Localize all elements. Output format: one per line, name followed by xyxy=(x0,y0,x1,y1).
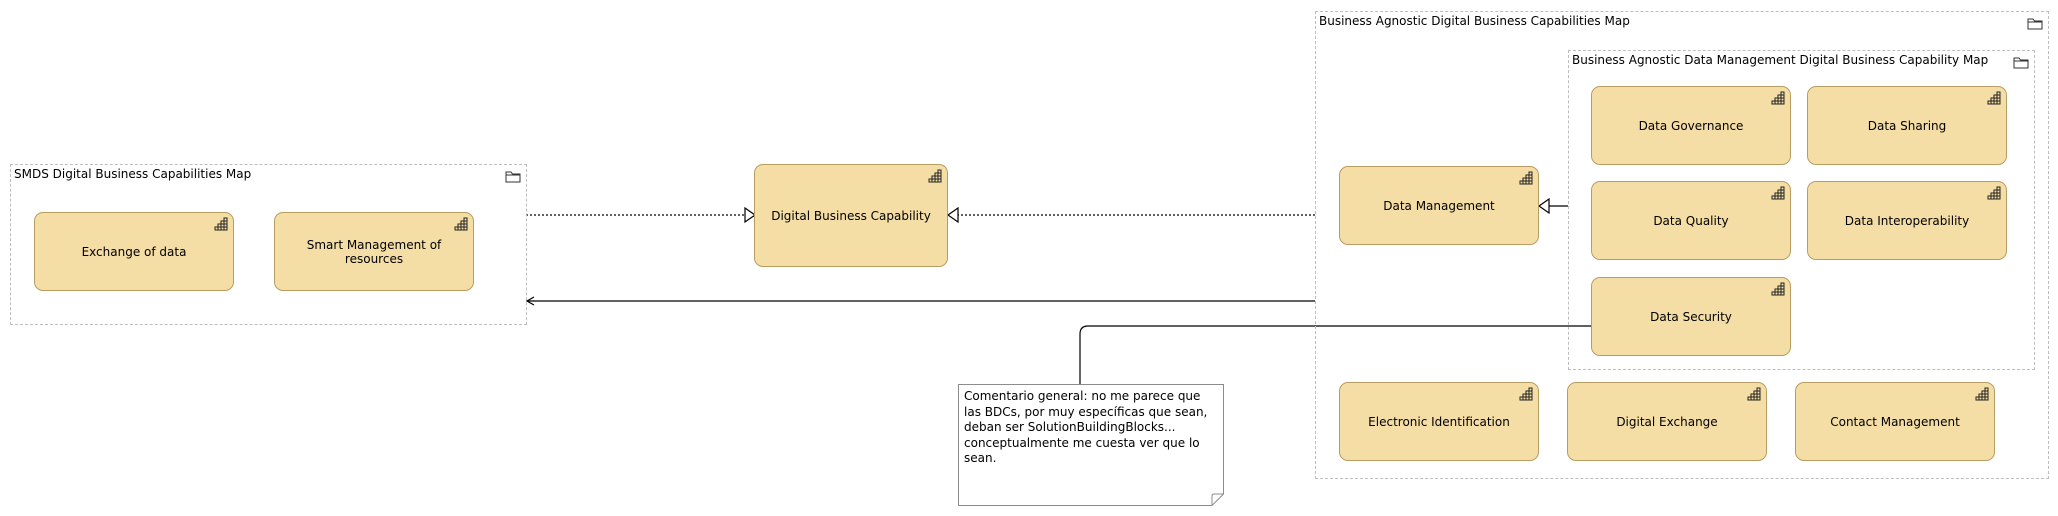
capability-data-interoperability[interactable]: Data Interoperability xyxy=(1807,181,2007,260)
agnostic-capabilities-map-group[interactable]: Business Agnostic Digital Business Capab… xyxy=(1315,11,2049,479)
capability-icon xyxy=(1747,387,1761,401)
capability-icon xyxy=(454,217,468,231)
group-title: Business Agnostic Digital Business Capab… xyxy=(1319,14,1630,28)
capability-label: Data Management xyxy=(1383,198,1495,213)
capability-data-sharing[interactable]: Data Sharing xyxy=(1807,86,2007,165)
capability-label: Data Security xyxy=(1650,309,1732,324)
capability-exchange-of-data[interactable]: Exchange of data xyxy=(34,212,234,291)
note-shape xyxy=(958,384,1224,506)
capability-label: Contact Management xyxy=(1830,414,1960,429)
capability-label: Digital Business Capability xyxy=(771,208,931,223)
capability-electronic-identification[interactable]: Electronic Identification xyxy=(1339,382,1539,461)
realization-arrowhead-dbc-left xyxy=(744,206,757,224)
capability-icon xyxy=(1519,171,1533,185)
capability-icon xyxy=(214,217,228,231)
data-management-capability-map-group[interactable]: Business Agnostic Data Management Digita… xyxy=(1568,50,2035,370)
comment-note[interactable]: Comentario general: no me parece que las… xyxy=(958,384,1224,506)
capability-data-quality[interactable]: Data Quality xyxy=(1591,181,1791,260)
capability-label: Data Governance xyxy=(1638,118,1744,133)
capability-contact-management[interactable]: Contact Management xyxy=(1795,382,1995,461)
folder-icon xyxy=(505,171,521,183)
note-connector[interactable] xyxy=(1079,325,1592,384)
association-arrowhead xyxy=(525,296,535,306)
group-title: SMDS Digital Business Capabilities Map xyxy=(14,167,252,181)
capability-digital-business-capability[interactable]: Digital Business Capability xyxy=(754,164,948,267)
folder-icon xyxy=(2027,18,2043,30)
capability-icon xyxy=(1987,186,2001,200)
capability-icon xyxy=(1771,91,1785,105)
capability-icon xyxy=(928,169,942,183)
capability-data-security[interactable]: Data Security xyxy=(1591,277,1791,356)
folder-icon xyxy=(2013,57,2029,69)
capability-label: Data Sharing xyxy=(1867,118,1947,133)
group-title: Business Agnostic Data Management Digita… xyxy=(1572,53,1989,67)
capability-data-management[interactable]: Data Management xyxy=(1339,166,1539,245)
capability-icon xyxy=(1771,186,1785,200)
capability-data-governance[interactable]: Data Governance xyxy=(1591,86,1791,165)
note-text: Comentario general: no me parece que las… xyxy=(964,389,1208,465)
capability-label: Exchange of data xyxy=(81,244,187,259)
capability-smart-management-of-resources[interactable]: Smart Management of resources xyxy=(274,212,474,291)
capability-label: Digital Exchange xyxy=(1616,414,1718,429)
capability-label: Smart Management of resources xyxy=(306,237,442,266)
capability-icon xyxy=(1987,91,2001,105)
capability-label: Electronic Identification xyxy=(1368,414,1510,429)
capability-icon xyxy=(1771,282,1785,296)
smds-capabilities-map-group[interactable]: SMDS Digital Business Capabilities Map xyxy=(10,164,527,325)
realization-arrowhead-dbc-right xyxy=(946,206,959,224)
capability-label: Data Interoperability xyxy=(1844,213,1970,228)
capability-icon xyxy=(1519,387,1533,401)
capability-digital-exchange[interactable]: Digital Exchange xyxy=(1567,382,1767,461)
specialization-arrowhead xyxy=(1537,197,1550,215)
capability-label: Data Quality xyxy=(1653,213,1729,228)
capability-icon xyxy=(1975,387,1989,401)
